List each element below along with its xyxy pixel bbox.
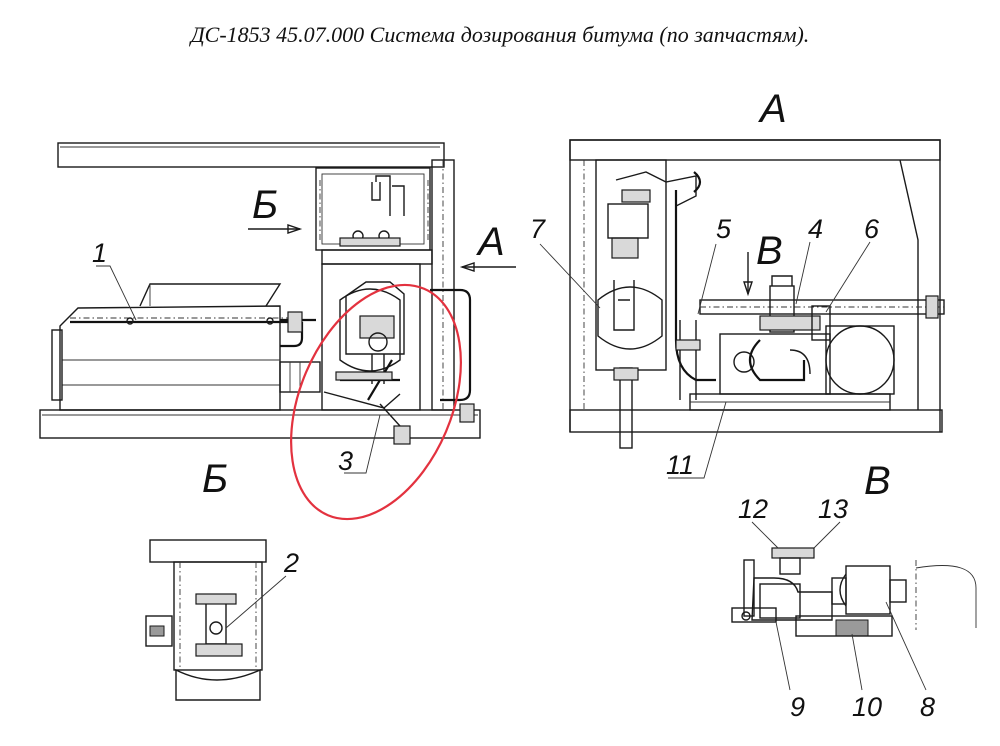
view-a <box>539 139 945 479</box>
arrow-label-a: А <box>476 220 505 264</box>
view-label-b: Б <box>202 457 228 501</box>
callout-4: 4 <box>808 214 823 244</box>
callout-5: 5 <box>716 214 732 244</box>
arrow-label-v: В <box>756 229 783 273</box>
callout-12: 12 <box>738 494 768 524</box>
callout-7: 7 <box>530 214 546 244</box>
callout-3: 3 <box>338 446 353 476</box>
view-v <box>731 521 977 691</box>
callout-11: 11 <box>666 450 694 480</box>
callout-6: 6 <box>864 214 880 244</box>
view-b <box>145 539 287 701</box>
callout-9: 9 <box>790 692 805 722</box>
callout-8: 8 <box>920 692 935 722</box>
callout-2: 2 <box>283 548 299 578</box>
highlight-ellipse <box>290 283 462 521</box>
view-label-a: А <box>758 87 787 131</box>
callout-13: 13 <box>818 494 848 524</box>
drawing-title: ДС-1853 45.07.000 Система дозирования би… <box>190 22 810 47</box>
main-view-left <box>39 142 516 474</box>
arrow-label-b: Б <box>252 183 278 227</box>
view-label-v: В <box>864 459 891 503</box>
callout-1: 1 <box>92 238 107 268</box>
callout-10: 10 <box>852 692 882 722</box>
